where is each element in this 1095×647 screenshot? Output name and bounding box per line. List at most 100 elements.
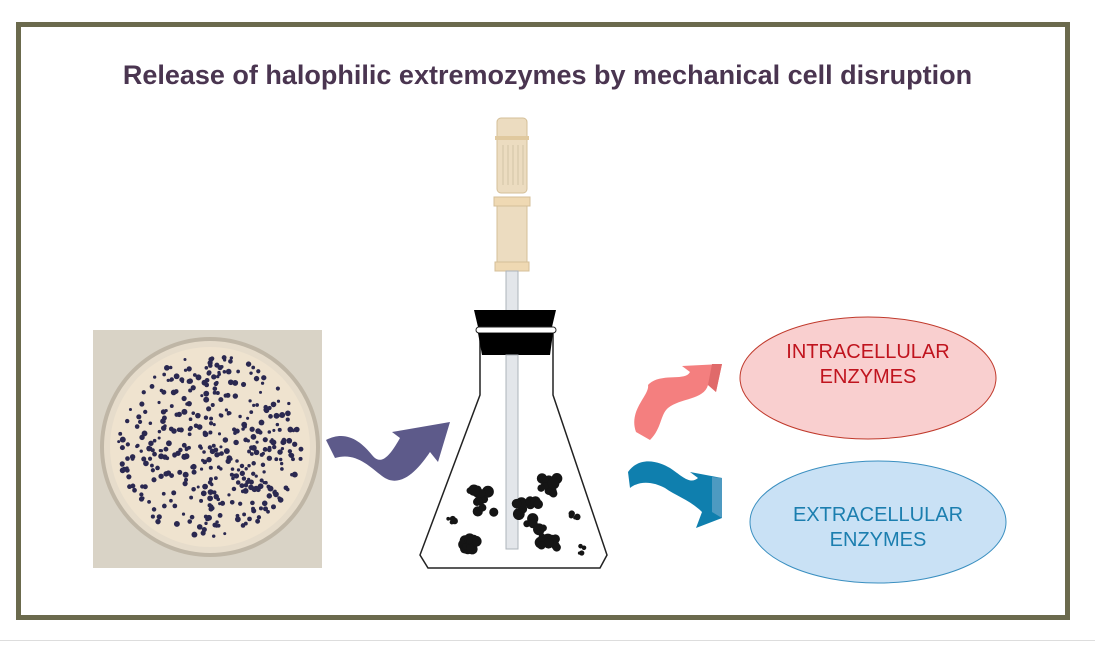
colony: [227, 379, 234, 386]
colony: [206, 456, 212, 463]
colony: [290, 473, 294, 477]
colony: [181, 512, 186, 516]
colony: [183, 453, 190, 460]
bead: [568, 513, 574, 519]
colony: [278, 457, 283, 462]
colony: [203, 514, 208, 519]
colony: [249, 452, 254, 456]
colony: [134, 424, 140, 429]
colony: [169, 498, 173, 503]
colony: [250, 445, 257, 451]
colony: [292, 441, 298, 447]
colony: [212, 386, 218, 392]
colony: [157, 429, 162, 434]
bead: [578, 543, 583, 549]
colony: [184, 447, 189, 452]
colony: [136, 414, 142, 420]
colony: [289, 452, 295, 459]
colony: [158, 448, 162, 453]
extracellular-arrow: [628, 461, 722, 528]
colony: [204, 365, 209, 370]
colony: [208, 477, 213, 482]
bead: [537, 541, 546, 550]
colony: [117, 440, 121, 444]
colony: [261, 451, 265, 456]
colony: [254, 474, 258, 478]
colony: [228, 359, 233, 364]
colony: [219, 413, 224, 418]
colony: [151, 507, 157, 512]
colony: [168, 365, 173, 370]
colony: [181, 442, 187, 448]
colony: [218, 502, 222, 506]
colony: [186, 400, 192, 407]
colony: [139, 492, 144, 497]
colony: [213, 381, 219, 387]
colony: [232, 393, 239, 399]
colony: [216, 465, 221, 470]
colony: [157, 400, 161, 405]
colony: [235, 459, 239, 463]
colony: [273, 491, 279, 498]
colony: [266, 509, 270, 514]
colony: [176, 427, 182, 433]
colony: [222, 437, 229, 443]
input-arrow: [326, 422, 450, 481]
bead: [547, 477, 560, 490]
colony: [242, 512, 247, 517]
colony: [276, 399, 281, 403]
colony: [219, 445, 223, 449]
colony: [216, 497, 221, 502]
colony: [204, 521, 208, 526]
colony: [235, 516, 241, 523]
colony: [209, 416, 214, 421]
colony: [215, 390, 220, 396]
colony: [226, 455, 233, 461]
colony: [163, 471, 169, 477]
colony: [236, 468, 241, 472]
colony: [150, 448, 155, 453]
colony: [212, 522, 218, 528]
colony: [125, 418, 130, 424]
colony: [149, 384, 155, 389]
colony: [147, 456, 153, 461]
colony: [258, 419, 265, 426]
intracellular-arrow-side: [708, 364, 722, 392]
colony: [286, 437, 293, 444]
colony: [259, 390, 263, 394]
colony: [262, 481, 266, 485]
colony: [202, 450, 206, 454]
colony: [162, 372, 167, 377]
colony: [150, 514, 155, 519]
colony: [177, 469, 183, 475]
colony: [240, 523, 246, 528]
colony: [220, 365, 224, 369]
colony: [196, 524, 203, 530]
colony: [126, 474, 132, 480]
bead: [577, 551, 581, 555]
colony: [222, 369, 227, 374]
colony: [291, 457, 295, 462]
colony: [298, 446, 304, 452]
bead: [468, 484, 480, 496]
colony: [247, 516, 252, 522]
colony: [247, 477, 251, 481]
colony: [153, 375, 157, 379]
colony: [172, 503, 178, 509]
colony: [208, 356, 214, 363]
colony: [178, 447, 183, 453]
colony: [209, 504, 214, 509]
colony: [244, 467, 248, 471]
colony: [206, 370, 212, 375]
colony: [181, 408, 188, 415]
colony: [270, 504, 276, 510]
colony: [182, 471, 189, 478]
colony: [230, 467, 235, 471]
colony: [249, 426, 255, 432]
colony: [247, 449, 252, 454]
colony: [186, 378, 192, 384]
colony: [267, 430, 272, 434]
colony: [150, 463, 154, 468]
colony: [156, 514, 162, 520]
